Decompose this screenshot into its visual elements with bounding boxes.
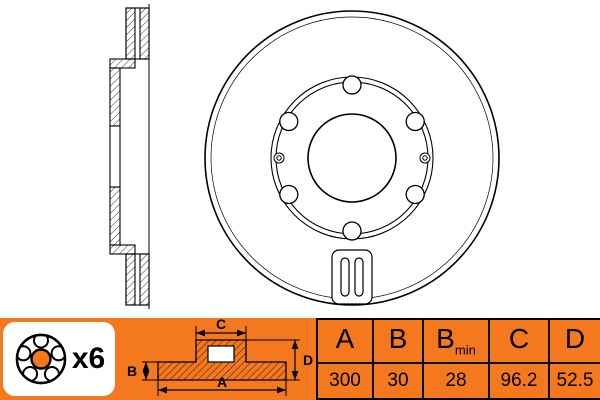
side-view-cross-section-drawing <box>109 4 150 309</box>
bolt-holes <box>279 75 425 241</box>
dim-label-c: C <box>216 318 226 332</box>
spec-value-d: 52.5 <box>548 361 600 400</box>
spec-value-b: 30 <box>372 361 424 400</box>
spec-col-header-b: B <box>372 318 424 364</box>
profile-dimension-diagram: C A B D <box>127 318 313 396</box>
spec-col-header-bmin: Bmin <box>422 318 490 364</box>
slotted-tab <box>331 249 373 305</box>
disc-icon <box>15 333 67 385</box>
spec-value-a: 300 <box>316 361 374 400</box>
quantity-card: x6 <box>3 322 115 396</box>
spec-value-row: 300 30 28 96.2 52.5 <box>316 361 600 400</box>
front-view-drawing <box>204 10 500 306</box>
dim-label-d: D <box>303 352 313 368</box>
spec-value-c: 96.2 <box>488 361 550 400</box>
technical-drawings-area <box>109 4 500 309</box>
spec-value-bmin: 28 <box>422 361 490 400</box>
spec-col-header-c: C <box>488 318 550 364</box>
spec-table: A B Bmin C D 300 <box>316 318 600 400</box>
locating-holes <box>273 152 431 164</box>
dim-label-b: B <box>127 363 137 379</box>
quantity-label: x6 <box>71 342 106 375</box>
spec-col-header-d: D <box>548 318 600 364</box>
dim-label-a: A <box>217 374 227 390</box>
spec-footer: x6 C A <box>0 318 600 400</box>
spec-header-row: A B Bmin C D <box>316 318 600 364</box>
spec-col-header-a: A <box>316 318 374 364</box>
